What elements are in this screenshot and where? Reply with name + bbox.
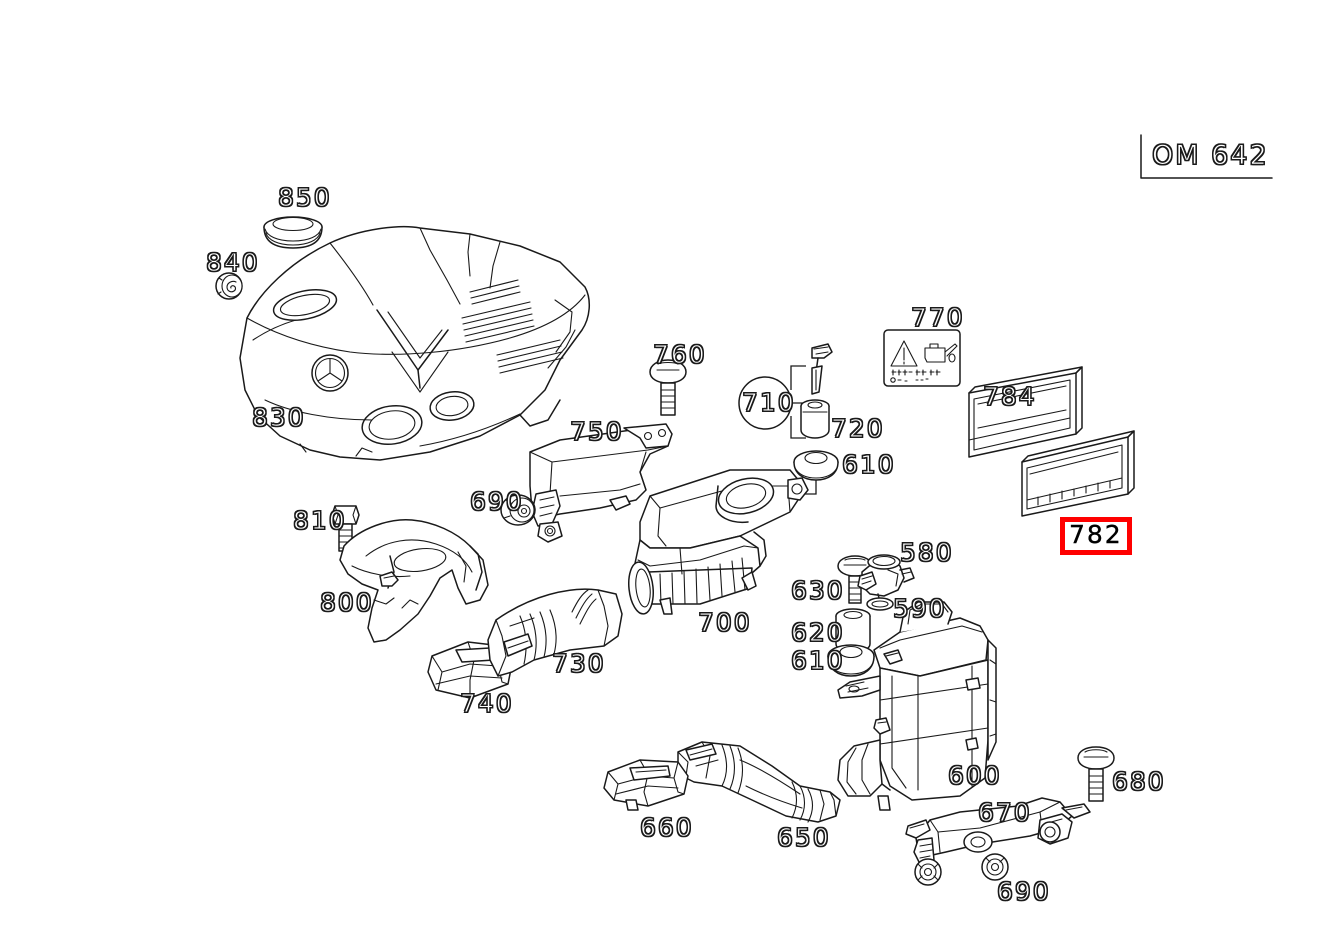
- callout-620: 620: [791, 618, 845, 647]
- part-782-filter-element-front: [1021, 430, 1135, 517]
- callout-840: 840: [206, 248, 260, 277]
- callout-680: 680: [1112, 767, 1166, 796]
- part-830-engine-cover: [239, 225, 590, 461]
- callout-690-bottom: 690: [997, 877, 1051, 906]
- callout-720: 720: [831, 414, 885, 443]
- callout-760: 760: [653, 340, 707, 369]
- callout-740: 740: [460, 689, 514, 718]
- callout-610-lower: 610: [791, 646, 845, 675]
- part-784-filter-element-rear: [968, 366, 1083, 458]
- callout-730: 730: [552, 649, 606, 678]
- part-770-warning-decal: [883, 329, 961, 387]
- callout-784: 784: [983, 382, 1037, 411]
- callout-650: 650: [777, 823, 831, 852]
- part-690-grommet-bottom: [981, 853, 1009, 881]
- callout-660: 660: [640, 813, 694, 842]
- engine-tag-bracket: [1140, 134, 1273, 179]
- part-710-pin: [811, 343, 833, 395]
- part-620-spacer-sleeve: [835, 608, 871, 653]
- part-660-air-duct-inlet: [603, 759, 689, 811]
- callout-750: 750: [570, 417, 624, 446]
- callout-810: 810: [293, 506, 347, 535]
- callout-830: 830: [252, 403, 306, 432]
- callout-800: 800: [320, 588, 374, 617]
- callout-770: 770: [911, 303, 965, 332]
- callout-630: 630: [791, 576, 845, 605]
- part-600-air-filter-housing: [837, 601, 997, 811]
- part-800-heat-shield: [339, 519, 489, 643]
- part-760-bolt: [649, 359, 687, 416]
- callout-782-highlighted: 782: [1060, 517, 1132, 556]
- part-750-support-rail: [529, 423, 673, 543]
- part-610-grommet-lower: [827, 644, 875, 677]
- callout-580: 580: [900, 538, 954, 567]
- part-850-oil-filler-cap: [263, 216, 323, 249]
- part-700-resonator-housing: [628, 469, 809, 615]
- part-670-mounting-bracket: [905, 797, 1091, 886]
- callout-610-upper: 610: [842, 450, 896, 479]
- part-690-grommet-left: [500, 494, 536, 526]
- part-840-grommet: [215, 272, 243, 300]
- callout-850: 850: [278, 183, 332, 212]
- callout-690-left: 690: [470, 487, 524, 516]
- part-680-bolt: [1077, 746, 1115, 802]
- engine-tag-om642: OM 642: [1152, 140, 1269, 171]
- callout-590: 590: [893, 594, 947, 623]
- callout-600: 600: [948, 761, 1002, 790]
- callout-710: 710: [742, 388, 796, 417]
- part-720-bushing: [800, 399, 830, 439]
- part-730-intake-hose: [487, 588, 623, 677]
- callout-700: 700: [698, 608, 752, 637]
- callout-670: 670: [978, 798, 1032, 827]
- part-590-o-ring: [866, 597, 894, 611]
- part-610-grommet-upper: [700, 450, 839, 495]
- part-650-air-intake-duct: [677, 741, 841, 823]
